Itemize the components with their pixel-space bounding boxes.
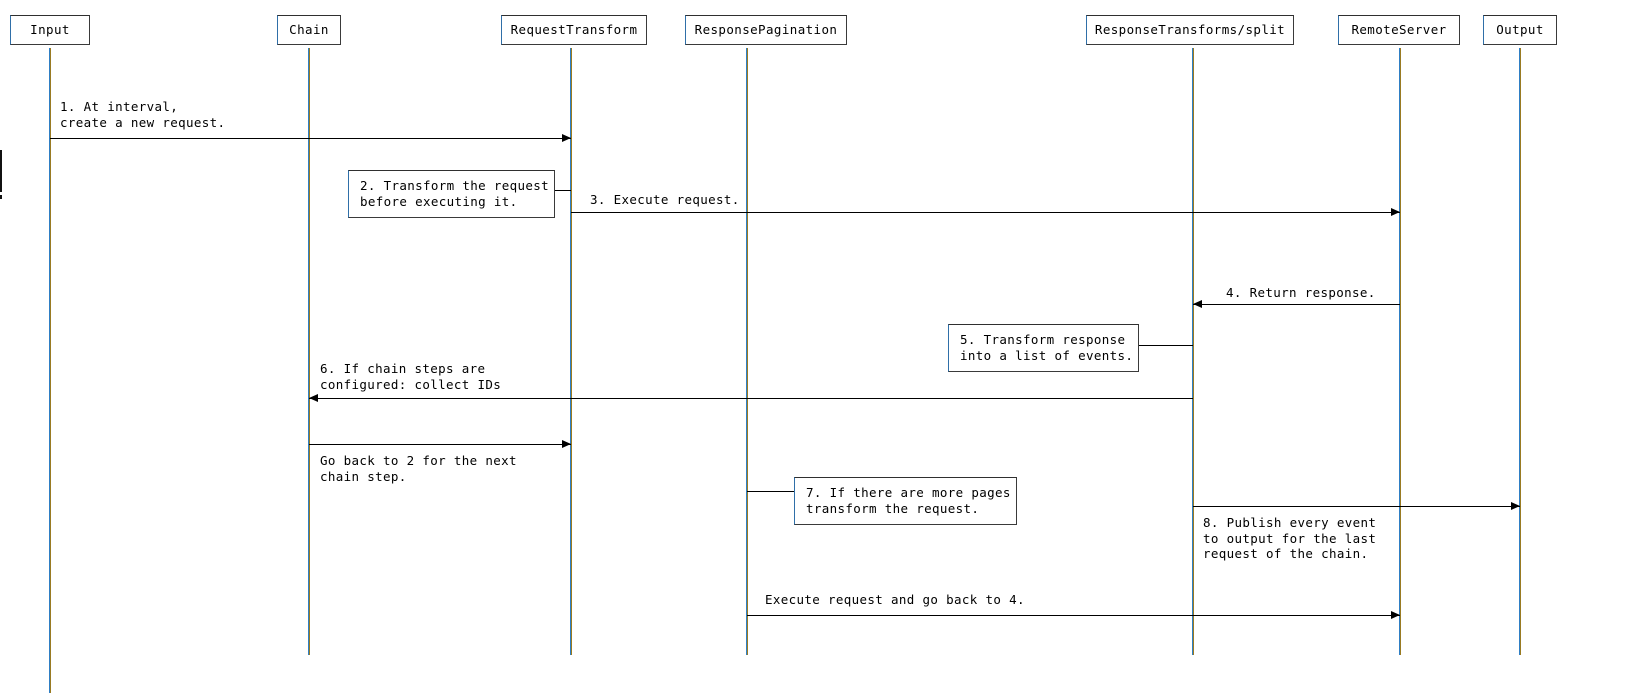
message-line-m_exec_goback4: [747, 615, 1400, 616]
message-label-m_exec_goback4: Execute request and go back to 4.: [765, 592, 1025, 607]
message-line-m_publish: [1193, 506, 1520, 507]
lifeline-input: [49, 48, 51, 693]
message-label-m3: 3. Execute request.: [590, 192, 740, 207]
arrowhead-m_publish: [1511, 502, 1520, 510]
participant-label: ResponsePagination: [694, 21, 838, 37]
window-edge-artifact: [0, 195, 2, 199]
participant-response_transforms[interactable]: ResponseTransforms/split: [1086, 15, 1294, 45]
message-line-m1: [50, 138, 571, 139]
arrowhead-m1: [562, 134, 571, 142]
participant-label: Chain: [289, 21, 329, 37]
message-line-m6: [309, 398, 1193, 399]
note-n7[interactable]: 7. If there are more pages transform the…: [794, 477, 1017, 525]
participant-output[interactable]: Output: [1483, 15, 1557, 45]
message-line-m3: [571, 212, 1400, 213]
participant-label: RemoteServer: [1351, 21, 1447, 37]
arrowhead-m4: [1193, 300, 1202, 308]
window-edge-artifact: [0, 150, 2, 192]
participant-remote_server[interactable]: RemoteServer: [1338, 15, 1460, 45]
message-line-m4: [1193, 304, 1400, 305]
participant-label: RequestTransform: [510, 21, 638, 37]
note-connector-n2: [555, 190, 571, 191]
note-connector-n5: [1139, 345, 1193, 346]
arrowhead-m_exec_goback4: [1391, 611, 1400, 619]
lifeline-request_transform: [570, 48, 572, 655]
participant-label: Input: [30, 21, 70, 37]
arrowhead-m6: [309, 394, 318, 402]
lifeline-chain: [308, 48, 310, 655]
lifeline-response_transforms: [1192, 48, 1194, 655]
message-label-m_publish: 8. Publish every event to output for the…: [1203, 515, 1377, 561]
lifeline-remote_server: [1399, 48, 1401, 655]
arrowhead-m_goback2: [562, 440, 571, 448]
note-connector-n7: [747, 491, 794, 492]
message-label-m_goback2: Go back to 2 for the next chain step.: [320, 453, 517, 484]
participant-label: Output: [1496, 21, 1544, 37]
lifeline-response_pagination: [746, 48, 748, 655]
participant-request_transform[interactable]: RequestTransform: [501, 15, 647, 45]
note-n2[interactable]: 2. Transform the request before executin…: [348, 170, 555, 218]
participant-label: ResponseTransforms/split: [1094, 21, 1286, 37]
message-line-m_goback2: [309, 444, 571, 445]
arrowhead-m3: [1391, 208, 1400, 216]
message-label-m6: 6. If chain steps are configured: collec…: [320, 361, 502, 392]
note-n5[interactable]: 5. Transform response into a list of eve…: [948, 324, 1139, 372]
participant-chain[interactable]: Chain: [277, 15, 341, 45]
participant-input[interactable]: Input: [10, 15, 90, 45]
participant-response_pagination[interactable]: ResponsePagination: [685, 15, 847, 45]
message-label-m1: 1. At interval, create a new request.: [60, 99, 226, 130]
lifeline-output: [1519, 48, 1521, 655]
message-label-m4: 4. Return response.: [1226, 285, 1376, 300]
